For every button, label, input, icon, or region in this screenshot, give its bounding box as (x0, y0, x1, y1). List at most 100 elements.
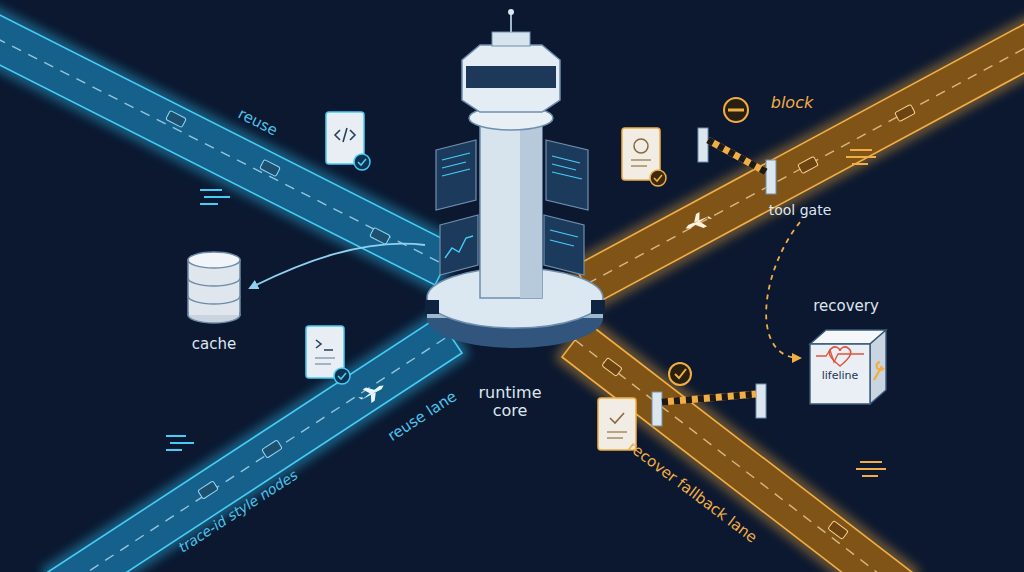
lane-centerline (60, 335, 450, 572)
document-icon (358, 159, 366, 165)
stop-sign (724, 98, 748, 122)
barrier-gate (662, 394, 756, 402)
barrier-gate (708, 140, 766, 172)
dash-marks (200, 190, 230, 204)
lane-band (0, 10, 1024, 572)
document-icon (654, 175, 662, 181)
dash-marks (846, 150, 876, 164)
control-tower (425, 300, 439, 314)
vehicle (828, 521, 848, 540)
lane-label: recover fallback lane (624, 438, 759, 546)
recovery-cube (800, 322, 892, 412)
barrier-gate (652, 128, 776, 426)
stop-sign (728, 109, 744, 112)
control-tower (520, 118, 542, 298)
control-tower (466, 66, 556, 88)
node-title: cache (178, 336, 250, 353)
barrier-gate (662, 394, 756, 402)
control-tower (544, 215, 584, 275)
database-cylinder (178, 250, 250, 330)
control-tower (425, 9, 605, 348)
cylinder-stripe (188, 278, 240, 304)
document-icon (634, 139, 648, 153)
barrier-gate (652, 392, 662, 426)
control-tower (508, 9, 514, 15)
check-badge (669, 363, 691, 385)
connector (766, 222, 800, 358)
lane-band (575, 21, 1024, 304)
vehicle (166, 104, 916, 539)
vehicle (370, 227, 391, 244)
lane-centerline (0, 30, 445, 265)
node-title: tool gate (768, 202, 832, 218)
barrier-gate (708, 140, 766, 172)
vehicle (166, 110, 187, 127)
control-tower (442, 153, 470, 176)
node-body: lifeline (822, 370, 859, 383)
vehicle (198, 481, 219, 499)
lane-centerline (585, 40, 1024, 285)
vehicle (895, 104, 916, 121)
pulse-line (816, 350, 864, 362)
wrench-icon (874, 362, 884, 380)
vehicle (798, 156, 819, 173)
lane-label: reuse lane (385, 388, 460, 445)
document-icon (354, 154, 370, 170)
connector (250, 244, 425, 288)
lane-band (48, 317, 462, 572)
document-icon (335, 128, 355, 142)
barrier-gate (698, 128, 708, 162)
lane-label: trace-id style nodes (176, 468, 301, 556)
document-icon (607, 432, 627, 438)
document-icon (306, 112, 666, 450)
lane-centerline (575, 340, 900, 572)
control-tower (591, 300, 605, 314)
vehicle (260, 159, 281, 176)
document-icon (315, 358, 335, 364)
vehicle (262, 440, 283, 458)
lane-glow (575, 21, 1024, 304)
control-tower (552, 156, 582, 179)
lane-label: block (771, 94, 813, 112)
node-title: runtime core (465, 384, 555, 421)
control-tower (492, 32, 530, 46)
runtime-tower: runtime core (425, 28, 595, 428)
control-tower (480, 118, 542, 298)
document-icon (316, 340, 333, 350)
recovery-box: recovery lifeline (800, 298, 892, 416)
cube-front (810, 344, 870, 404)
document-icon (610, 413, 624, 423)
control-tower (462, 45, 560, 112)
plane-icon (356, 379, 388, 408)
control-tower (546, 140, 588, 210)
lane-label: reuse (236, 105, 281, 139)
lane-glow (48, 317, 462, 572)
vehicle (602, 358, 622, 377)
control-tower (550, 230, 578, 246)
lane-band (562, 323, 913, 572)
barrier-gate (756, 384, 766, 418)
document-icon (338, 373, 346, 379)
lane-glow (0, 10, 1024, 572)
document-icon (334, 368, 350, 384)
barrier-gate (766, 160, 776, 194)
document-icon (622, 128, 666, 186)
lane-centerline (0, 30, 1024, 572)
node-title: recovery (800, 298, 892, 315)
gate-label-box: tool gate (768, 198, 832, 222)
stop-sign (724, 98, 748, 122)
check-badge (675, 369, 686, 378)
control-tower (440, 215, 478, 275)
document-icon (326, 112, 370, 170)
document-icon (650, 170, 666, 186)
cube-side (870, 330, 886, 404)
lane-glow (562, 323, 913, 572)
dash-marks (166, 436, 194, 450)
cache-store: cache (178, 250, 250, 360)
check-badge (669, 363, 691, 385)
cylinder-top (188, 252, 240, 268)
